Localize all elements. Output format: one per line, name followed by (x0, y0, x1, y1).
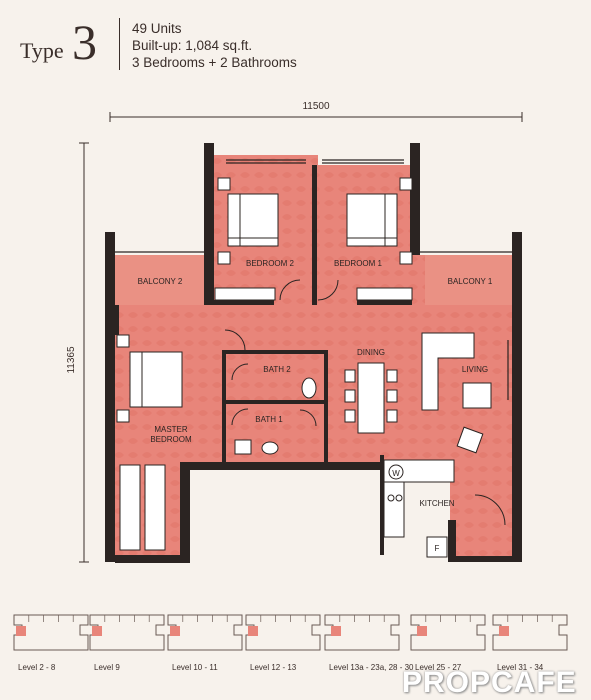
room-label-balcony-1: BALCONY 1 (448, 277, 493, 286)
room-label-living: LIVING (462, 365, 488, 374)
key-plan-label: Level 31 - 34 (497, 663, 544, 672)
width-dimension-label: 11500 (302, 101, 330, 112)
fridge-icon: F (435, 544, 440, 553)
key-plan-label: Level 25 - 27 (415, 663, 462, 672)
key-plan-label: Level 2 - 8 (18, 663, 56, 672)
key-plans (13, 614, 568, 651)
room-summary: 3 Bedrooms + 2 Bathrooms (132, 55, 297, 70)
key-plan-6 (410, 614, 486, 651)
key-plan-highlight (16, 626, 26, 636)
type-number: 3 (72, 14, 97, 70)
doors (224, 279, 506, 526)
key-plan-highlight (248, 626, 258, 636)
units-count: 49 Units (132, 21, 182, 36)
room-label-kitchen: KITCHEN (419, 499, 454, 508)
room-label-master-line2: BEDROOM (150, 435, 192, 444)
room-label-bedroom-2: BEDROOM 2 (246, 259, 295, 268)
bed-master-bedroom (116, 334, 183, 551)
windows (115, 159, 512, 400)
key-plan-1 (13, 614, 89, 651)
key-plan-highlight (92, 626, 102, 636)
balcony-1-area (425, 255, 514, 305)
bed-bedroom-2 (214, 177, 279, 301)
living-sofa (421, 332, 492, 454)
height-dimension-label: 11365 (66, 346, 77, 374)
key-plan-7 (492, 614, 568, 651)
interior-walls (115, 165, 412, 555)
height-dimension (79, 142, 89, 563)
type-label: Type (20, 38, 64, 63)
key-plan-highlight (170, 626, 180, 636)
kitchen-counter (383, 459, 455, 558)
width-dimension (109, 112, 523, 122)
key-plan-3 (167, 614, 243, 651)
exterior-walls (105, 143, 522, 563)
watermark-logo: PROPCAFE (402, 666, 577, 699)
key-plan-4 (245, 614, 321, 651)
balcony-2-area (115, 255, 214, 305)
washer-icon: W (392, 469, 400, 478)
bed-bedroom-1 (346, 177, 413, 301)
bathroom-fixtures (234, 377, 317, 455)
header-divider (119, 18, 120, 70)
key-plan-5 (324, 614, 400, 651)
room-label-balcony-2: BALCONY 2 (138, 277, 183, 286)
room-label-master-line1: MASTER (154, 425, 188, 434)
built-up-area: Built-up: 1,084 sq.ft. (132, 38, 253, 53)
room-label-bath-2: BATH 2 (263, 365, 291, 374)
key-plan-2 (89, 614, 165, 651)
key-plan-label: Level 12 - 13 (250, 663, 297, 672)
key-plan-highlight (331, 626, 341, 636)
dining-table (344, 362, 398, 434)
key-plan-highlight (417, 626, 427, 636)
key-plan-label: Level 9 (94, 663, 120, 672)
key-plan-label: Level 13a - 23a, 28 - 30 (329, 663, 414, 672)
key-plan-label: Level 10 - 11 (172, 663, 218, 672)
room-label-bath-1: BATH 1 (255, 415, 283, 424)
room-label-bedroom-1: BEDROOM 1 (334, 259, 383, 268)
key-plan-highlight (499, 626, 509, 636)
unit-info: 49 Units Built-up: 1,084 sq.ft. 3 Bedroo… (132, 20, 297, 71)
room-label-dining: DINING (357, 348, 385, 357)
